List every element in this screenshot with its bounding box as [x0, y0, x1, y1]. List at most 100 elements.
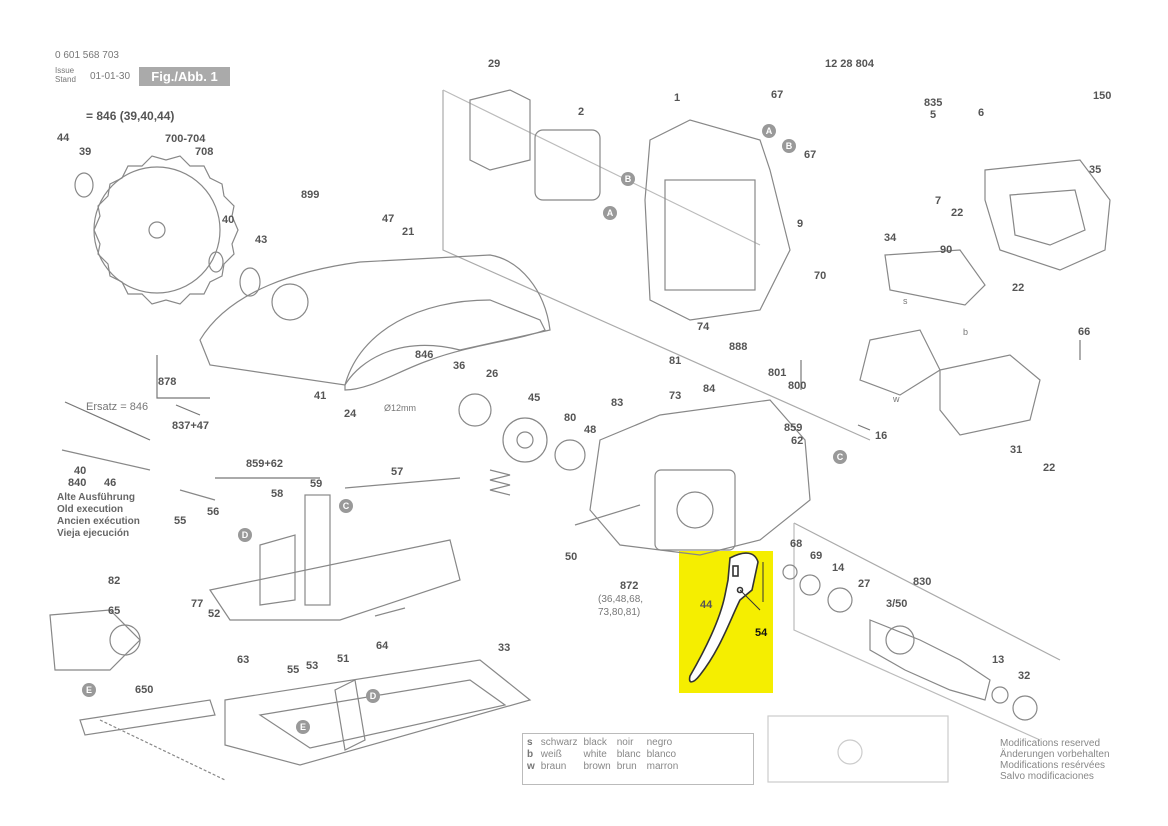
part-label[interactable]: 43 [255, 234, 268, 246]
part-label[interactable]: 9 [797, 218, 804, 230]
modif-de: Änderungen vorbehalten [1000, 749, 1110, 760]
part-label[interactable]: 22 [1043, 462, 1056, 474]
part-label[interactable]: 27 [858, 578, 871, 590]
part-label[interactable]: 81 [669, 355, 682, 367]
part-label[interactable]: 53 [306, 660, 319, 672]
part-label[interactable]: 40 [222, 214, 235, 226]
part-label[interactable]: 31 [1010, 444, 1023, 456]
part-label[interactable]: 700-704 [165, 133, 206, 145]
part-label[interactable]: 40 [74, 465, 87, 477]
part-label[interactable]: 67 [804, 149, 817, 161]
gear-housing [589, 399, 811, 556]
part-label[interactable]: 73,80,81) [598, 607, 641, 618]
part-label[interactable]: 44 [57, 132, 70, 144]
marker-a: A [762, 124, 776, 138]
part-label[interactable]: 22 [1012, 282, 1025, 294]
modifications-reserved-note: Modifications reserved Änderungen vorbeh… [1000, 738, 1110, 782]
part-label[interactable]: 45 [528, 392, 541, 404]
part-label[interactable]: 46 [104, 477, 117, 489]
part-label[interactable]: = 846 (39,40,44) [86, 109, 175, 123]
part-label[interactable]: 830 [913, 576, 932, 588]
part-label[interactable]: 14 [832, 562, 845, 574]
part-label[interactable]: 84 [703, 383, 716, 395]
part-label[interactable]: 840 [68, 477, 87, 489]
part-label[interactable]: 33 [498, 642, 511, 654]
part-label[interactable]: 47 [382, 213, 395, 225]
part-label[interactable]: 55 [287, 664, 300, 676]
part-label[interactable]: 63 [237, 654, 250, 666]
part-label[interactable]: 12 28 804 [825, 58, 874, 70]
part-label[interactable]: 77 [191, 598, 204, 610]
part-label[interactable]: 59 [310, 478, 323, 490]
part-label[interactable]: 55 [174, 515, 187, 527]
part-label[interactable]: 90 [940, 244, 953, 256]
part-label[interactable]: 65 [108, 605, 121, 617]
part-label[interactable]: 73 [669, 390, 682, 402]
part-label[interactable]: 5 [930, 109, 937, 121]
part-label[interactable]: 66 [1078, 326, 1091, 338]
part-label[interactable]: Ø12mm [384, 403, 417, 413]
part-label[interactable]: 69 [810, 550, 823, 562]
guide-line [793, 523, 1041, 741]
part-label[interactable]: 35 [1089, 164, 1102, 176]
part-label[interactable]: 13 [992, 654, 1005, 666]
part-label[interactable]: 48 [584, 424, 597, 436]
part-label[interactable]: 26 [486, 368, 499, 380]
part-label[interactable]: 835 [924, 97, 943, 109]
part-label[interactable]: 837+47 [172, 420, 210, 432]
part-label[interactable]: 846 [415, 349, 434, 361]
part-label[interactable]: 859+62 [246, 458, 284, 470]
legend-de: schwarz [540, 737, 578, 748]
part-label[interactable]: 82 [108, 575, 121, 587]
part-label[interactable]: 39 [79, 146, 92, 158]
part-label[interactable]: 32 [1018, 670, 1031, 682]
part-label[interactable]: 650 [135, 684, 154, 696]
part-label[interactable]: 6 [978, 107, 985, 119]
part-label[interactable]: 74 [697, 321, 710, 333]
part-label[interactable]: 83 [611, 397, 624, 409]
part-label[interactable]: 36 [453, 360, 466, 372]
part-label[interactable]: 150 [1093, 90, 1112, 102]
part-label[interactable]: 899 [301, 189, 320, 201]
part-label[interactable]: 888 [729, 341, 748, 353]
part-label[interactable]: 58 [271, 488, 284, 500]
part-label[interactable]: 22 [951, 207, 964, 219]
part-label[interactable]: 80 [564, 412, 577, 424]
part-label[interactable]: Ersatz = 846 [86, 401, 149, 413]
part-label[interactable]: 801 [768, 367, 787, 379]
part-label[interactable]: 56 [207, 506, 220, 518]
part-label[interactable]: 52 [208, 608, 221, 620]
part-label[interactable]: 21 [402, 226, 415, 238]
wire-color-legend: s schwarz black noir negro b weiß white … [522, 733, 754, 785]
part-label[interactable]: 68 [790, 538, 803, 550]
part-label[interactable]: 24 [344, 408, 357, 420]
legend-fr: noir [616, 737, 634, 748]
part-label[interactable]: 7 [935, 195, 942, 207]
part-label[interactable]: 50 [565, 551, 578, 563]
part-label[interactable]: 708 [195, 146, 214, 158]
part-label[interactable]: 16 [875, 430, 888, 442]
part-label[interactable]: 44 [700, 599, 713, 611]
part-label[interactable]: 57 [391, 466, 404, 478]
part-label[interactable]: 2 [578, 106, 585, 118]
part-label[interactable]: 51 [337, 653, 350, 665]
part-label[interactable]: 41 [314, 390, 327, 402]
part-label[interactable]: 62 [791, 435, 804, 447]
part-label[interactable]: 3/50 [886, 598, 908, 610]
part-label[interactable]: 34 [884, 232, 897, 244]
part-label[interactable]: 64 [376, 640, 389, 652]
part-54-label[interactable]: 54 [755, 627, 768, 639]
old-execution-es: Vieja ejecución [57, 528, 130, 539]
part-54-lever [688, 552, 759, 683]
part-label[interactable]: (36,48,68, [598, 594, 644, 605]
part-label[interactable]: 67 [771, 89, 784, 101]
armature [869, 619, 991, 701]
part-label[interactable]: 800 [788, 380, 807, 392]
part-label[interactable]: 1 [674, 92, 681, 104]
part-label[interactable]: 878 [158, 376, 177, 388]
legend-es: marron [646, 761, 679, 772]
part-label[interactable]: 29 [488, 58, 501, 70]
part-label[interactable]: 70 [814, 270, 827, 282]
part-label[interactable]: 872 [620, 580, 639, 592]
part-label[interactable]: 859 [784, 422, 803, 434]
